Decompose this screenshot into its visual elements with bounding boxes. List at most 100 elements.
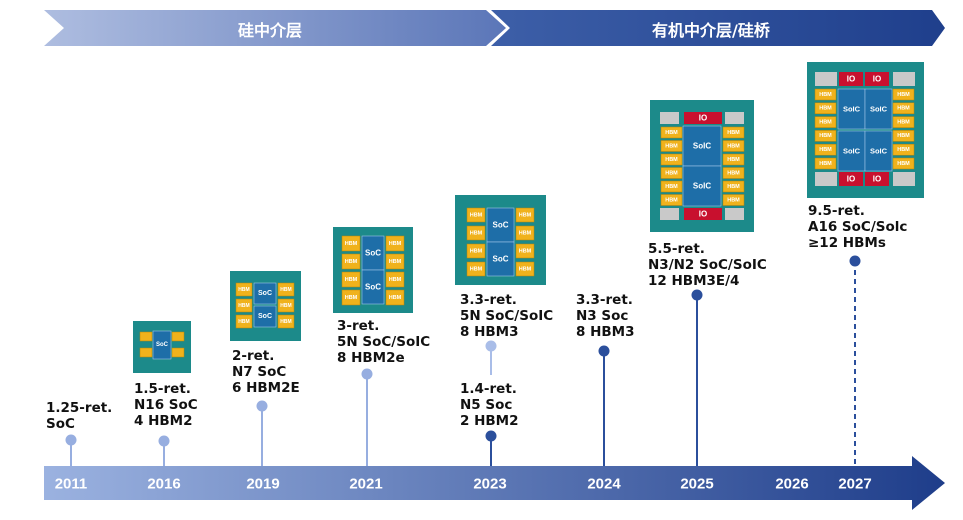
hbm-label: HBM — [389, 295, 402, 301]
io-label: IO — [873, 175, 881, 184]
hbm-label: HBM — [238, 319, 249, 325]
hbm-stack — [466, 243, 486, 259]
dummy-die — [660, 112, 679, 124]
hbm-stack — [892, 88, 915, 101]
milestone-line: 5N SoC/SoIC — [337, 334, 431, 350]
hbm-stack — [660, 167, 683, 179]
hbm-stack — [515, 207, 535, 223]
hbm-label: HBM — [280, 287, 291, 293]
banner-title-organic: 有机中介层/硅桥 — [652, 21, 770, 40]
package-2016: SoC — [133, 321, 191, 373]
milestone-dot — [485, 430, 497, 442]
milestone-label-m2011: 1.25-ret.SoC — [46, 400, 112, 432]
soc-label: SoIC — [870, 147, 888, 156]
hbm-label: HBM — [470, 212, 483, 218]
hbm-label: HBM — [819, 92, 832, 98]
hbm-label: HBM — [470, 266, 483, 272]
hbm-stack — [892, 143, 915, 156]
year-label: 2016 — [147, 476, 180, 493]
io-die — [684, 208, 722, 220]
year-label: 2027 — [838, 476, 871, 493]
year-label: 2019 — [246, 476, 279, 493]
dummy-die — [815, 72, 837, 86]
io-label: IO — [699, 210, 707, 219]
hbm-stack — [814, 116, 837, 128]
milestone-line: N7 SoC — [232, 364, 287, 380]
hbm-label: HBM — [470, 230, 483, 236]
hbm-stack — [814, 130, 837, 142]
year-label: 2021 — [349, 476, 382, 493]
soc-die — [682, 125, 722, 167]
milestone-line: 2-ret. — [232, 348, 275, 364]
io-die — [684, 112, 722, 124]
hbm-stack — [814, 102, 837, 115]
hbm-label: HBM — [280, 303, 291, 309]
soc-die — [837, 88, 866, 130]
hbm-label: HBM — [819, 161, 832, 167]
hbm-label: HBM — [727, 184, 740, 190]
hbm-stack — [466, 207, 486, 223]
hbm-stack — [892, 157, 915, 170]
year-label: 2011 — [55, 476, 88, 493]
hbm-stack — [892, 102, 915, 115]
soc-die — [837, 130, 866, 172]
hbm-stack — [722, 153, 745, 166]
dummy-die — [725, 208, 744, 220]
hbm-stack — [466, 261, 486, 277]
hbm-label: HBM — [819, 106, 832, 112]
hbm-stack — [235, 314, 253, 329]
milestone-line: 4 HBM2 — [134, 413, 193, 429]
hbm-stack — [341, 253, 361, 270]
hbm-label: HBM — [238, 287, 249, 293]
hbm-stack — [660, 194, 683, 206]
milestone-dot — [485, 340, 497, 352]
hbm-stack — [466, 225, 486, 241]
soc-die — [864, 88, 893, 130]
year-label: 2025 — [680, 476, 713, 493]
hbm-label: HBM — [238, 303, 249, 309]
hbm-label: HBM — [345, 259, 358, 265]
hbm-stack — [814, 157, 837, 170]
hbm-stack — [341, 235, 361, 252]
hbm-stack — [660, 140, 683, 152]
soc-die — [486, 241, 515, 277]
hbm-label: HBM — [665, 157, 678, 163]
hbm-stack — [341, 271, 361, 288]
hbm-label: HBM — [665, 197, 678, 203]
soc-label: SoC — [365, 249, 381, 258]
hbm-label: HBM — [897, 161, 910, 167]
io-die — [865, 172, 889, 186]
hbm-stack — [722, 194, 745, 206]
hbm-label: HBM — [727, 170, 740, 176]
soc-label: SoC — [156, 342, 169, 348]
hbm-label: HBM — [470, 248, 483, 254]
soc-die — [682, 165, 722, 207]
hbm-stack — [814, 143, 837, 156]
milestone-line: 1.5-ret. — [134, 381, 191, 397]
hbm-label: HBM — [727, 157, 740, 163]
milestone-line: 1.4-ret. — [460, 381, 517, 397]
hbm-label: HBM — [897, 133, 910, 139]
soc-die — [864, 130, 893, 172]
banner-title-silicon: 硅中介层 — [238, 21, 303, 40]
hbm-label: HBM — [819, 133, 832, 139]
milestone-line: 9.5-ret. — [808, 203, 865, 219]
hbm-label: HBM — [519, 248, 532, 254]
milestone-line: N3 Soc — [576, 308, 629, 324]
soc-die — [361, 269, 385, 305]
hbm-label: HBM — [389, 277, 402, 283]
soc-label: SoIC — [693, 182, 711, 191]
soc-die — [486, 207, 515, 243]
soc-label: SoC — [258, 313, 272, 320]
hbm-label: HBM — [897, 92, 910, 98]
milestone-dot — [158, 435, 170, 447]
hbm-stack — [722, 126, 745, 139]
